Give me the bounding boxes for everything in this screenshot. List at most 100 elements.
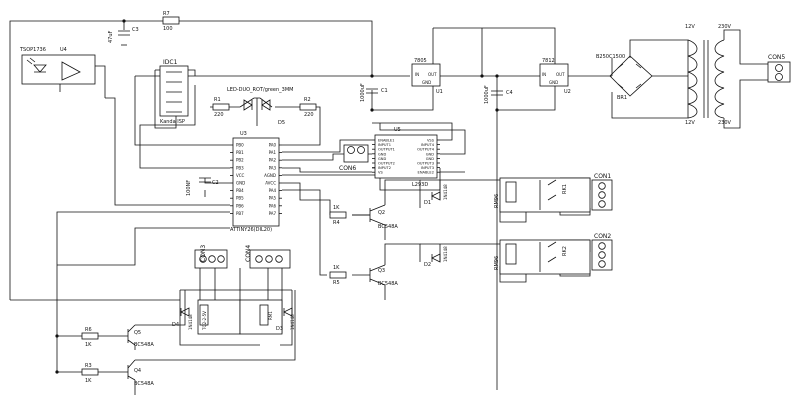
r6-value: 1K: [85, 342, 92, 348]
u3-right-pin-label: PA0: [269, 143, 277, 148]
rk2-ref: RK2: [562, 246, 568, 256]
r6-ref: R6: [85, 327, 92, 333]
c3-ref: C3: [132, 27, 139, 33]
u3-left-pin-label: PB5: [236, 196, 244, 201]
r5-resistor: [329, 271, 347, 279]
u5-motor-driver: [374, 134, 438, 179]
u5-left-pin-label: OUTPUT1: [378, 148, 395, 152]
rk2-part: RM96: [494, 256, 500, 270]
c1-ref: C1: [381, 88, 388, 94]
r2-value: 220: [304, 112, 314, 118]
con2-terminal: [591, 239, 613, 271]
d2-part: 1N4148: [443, 246, 448, 262]
u1-part: 7805: [414, 58, 427, 64]
u3-part: ATTINY26(DIL20): [230, 227, 272, 233]
r1-ref: R1: [214, 97, 221, 103]
u5-left-pin-label: OUTPUT2: [378, 162, 395, 166]
d3-ref: D3: [276, 326, 283, 332]
u1-ref: U1: [436, 89, 443, 95]
u5-left-pin-label: INPUT2: [378, 166, 391, 170]
u3-right-pin-label: PA4: [269, 188, 277, 193]
idc1-header: [159, 65, 189, 117]
u4-part: TSOP1736: [19, 47, 46, 53]
c1-capacitor: [366, 88, 378, 94]
u3-right-pin-label: AVCC: [265, 181, 276, 186]
r6-resistor: [81, 332, 99, 340]
relay-left: [197, 299, 241, 335]
u2-pin-out: OUT: [556, 72, 565, 77]
br1-bridge-rectifier: [609, 55, 653, 97]
q3-transistor: [369, 264, 386, 286]
u3-right-pin-label: AGND: [264, 173, 276, 178]
u3-ref: U3: [240, 131, 247, 137]
u5-right-pin-label: INPUT4: [421, 143, 435, 147]
u3-right-pin-label: PA7: [269, 211, 277, 216]
u5-left-pins: ENABLE1INPUT1OUTPUT1GNDGNDOUTPUT2INPUT2V…: [372, 139, 395, 175]
r3-ref: R3: [85, 363, 92, 369]
relay-right-part: RM1: [268, 311, 273, 320]
u5-right-pin-label: INPUT3: [421, 166, 434, 170]
c3-value: 47uF: [108, 30, 114, 43]
c3-capacitor: [118, 30, 130, 36]
br1-ref: BR1: [617, 95, 627, 101]
u5-left-pin-label: GND: [378, 152, 386, 156]
u3-left-pin-label: PB0: [236, 143, 244, 148]
u1-regulator-7805: [411, 63, 441, 87]
u3-left-pin-label: PB2: [236, 158, 244, 163]
c2-ref: C2: [212, 180, 219, 186]
u5-left-pin-label: VS: [378, 171, 383, 175]
r3-resistor: [81, 368, 99, 376]
u5-right-pin-label: GND: [426, 152, 434, 156]
con1-ref: CON1: [594, 173, 611, 180]
con4-ref: CON4: [245, 245, 252, 262]
con6-terminal: [343, 144, 369, 163]
u3-left-pin-label: VCC: [236, 173, 245, 178]
u3-left-pin-label: PB1: [236, 150, 244, 155]
q3-part: BC548A: [378, 281, 398, 287]
rk2-relay: [499, 239, 591, 275]
u4-ref: U4: [60, 47, 67, 53]
d4-ref: D4: [172, 322, 179, 328]
d1-ref: D1: [424, 200, 431, 206]
u5-part: L293D: [412, 182, 428, 188]
u2-regulator-7812: [539, 63, 569, 87]
q2-transistor: [352, 204, 386, 226]
tr-secondary-top: 12V: [685, 24, 695, 30]
u5-right-pin-label: VSS: [427, 139, 435, 143]
con5-ref: CON5: [768, 54, 785, 61]
con1-terminal: [591, 179, 613, 211]
u5-left-pin-label: INPUT1: [378, 143, 391, 147]
u5-right-pin-label: OUTPUT3: [417, 162, 434, 166]
u1-pin-in: IN: [415, 72, 419, 77]
c4-capacitor: [491, 90, 503, 96]
u5-right-pin-label: ENABLE2: [418, 171, 434, 175]
u3-left-pin-label: GND: [236, 181, 245, 186]
tr-primary-bottom: 230V: [718, 120, 732, 126]
r7-ref: R7: [163, 11, 170, 17]
u3-left-pin-label: PB6: [236, 203, 244, 208]
q2-ref: Q2: [378, 210, 385, 216]
d5-part: LED-DUO_ROT/green_3MM: [227, 87, 293, 93]
u5-left-pin-label: ENABLE1: [378, 139, 394, 143]
d4-diode: [180, 307, 190, 317]
u5-right-pin-label: GND: [426, 157, 434, 161]
r5-value: 1K: [333, 265, 340, 271]
q4-transistor: [127, 359, 136, 381]
u5-ref: U5: [394, 127, 401, 133]
u3-right-pin-label: PA2: [269, 158, 277, 163]
q5-ref: Q5: [134, 330, 141, 336]
u3-left-pin-label: PB7: [236, 211, 244, 216]
q2-part: BC548A: [378, 224, 398, 230]
u2-pin-gnd: GND: [549, 80, 558, 85]
r4-resistor: [329, 211, 347, 219]
u5-right-pin-label: OUTPUT4: [417, 148, 435, 152]
r7-resistor: [162, 16, 180, 25]
u5-left-pin-label: GND: [378, 157, 386, 161]
con3-ref: CON3: [200, 245, 207, 262]
r2-ref: R2: [304, 97, 311, 103]
c1-value: 1000uF: [360, 83, 366, 102]
u2-pin-in: IN: [542, 72, 546, 77]
